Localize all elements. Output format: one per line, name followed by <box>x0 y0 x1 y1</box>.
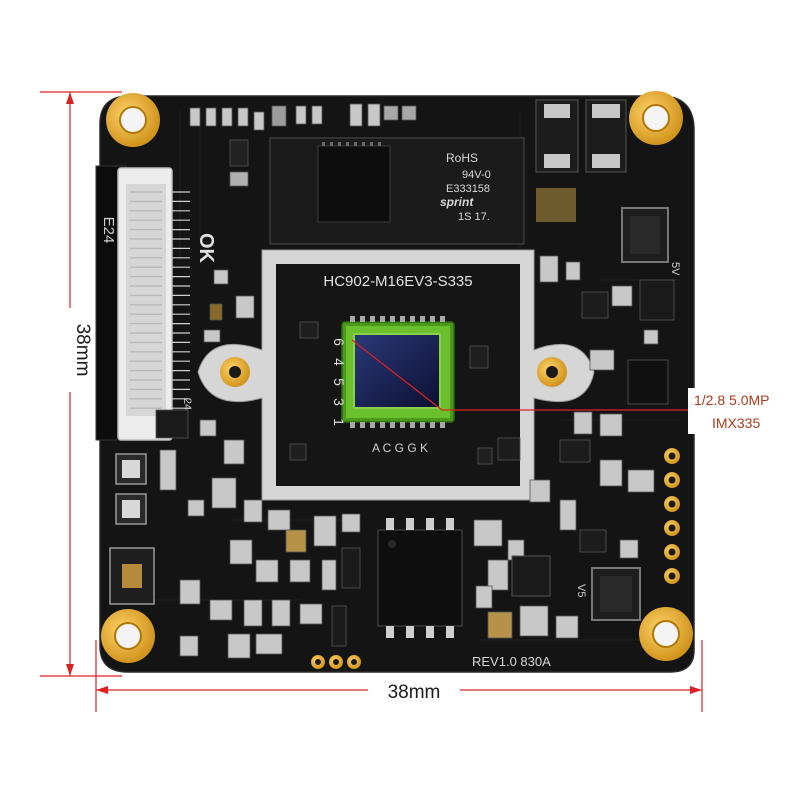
smd-components <box>155 103 675 659</box>
sensor-digit-column: 6 4 5 3 1 <box>331 338 347 426</box>
flash-chip <box>377 518 463 638</box>
rohs-label: RoHS <box>446 151 478 165</box>
date-code-label: 1S 17. <box>458 211 490 223</box>
width-dimension: 38mm <box>95 640 703 712</box>
mounting-hole-top-left <box>106 93 160 147</box>
bottom-test-pads <box>311 655 361 669</box>
fpc-connector: E24 24 <box>95 165 193 441</box>
file-number-label: E333158 <box>446 183 490 195</box>
sensor-digit: 1 <box>331 418 347 426</box>
mounting-hole-top-right <box>629 91 683 145</box>
connector-id-label: E24 <box>100 217 117 244</box>
bottom-left-ics <box>109 453 155 605</box>
rating-label: 94V-0 <box>462 169 491 181</box>
board-model-label: HC902-M16EV3-S335 <box>323 273 472 290</box>
sensor-digit: 5 <box>331 378 347 386</box>
sensor-digit: 4 <box>331 358 347 366</box>
ok-mark: OK <box>195 233 217 264</box>
right-edge-pads <box>664 448 680 584</box>
top-shield: RoHS 94V-0 E333158 sprint 1S 17. <box>269 137 525 245</box>
sensor-model-label: IMX335 <box>712 415 760 431</box>
brand-label: sprint <box>440 195 474 209</box>
pin-count-label: 24 <box>181 398 193 410</box>
height-dimension: 38mm <box>40 91 122 677</box>
height-label: 38mm <box>72 324 93 377</box>
revision-label: REV1.0 830A <box>472 654 551 669</box>
mounting-hole-bottom-right <box>639 607 693 661</box>
sensor-digit: 3 <box>331 398 347 406</box>
image-sensor <box>341 316 455 428</box>
pad-letters-label: A C G G K <box>372 441 428 455</box>
v5-right-label: 5V <box>669 262 681 276</box>
sensor-digit: 6 <box>331 338 347 346</box>
width-label: 38mm <box>388 682 441 703</box>
sensor-callout: 1/2.8 5.0MP IMX335 <box>351 339 800 434</box>
sensor-format-label: 1/2.8 5.0MP <box>694 392 770 408</box>
svg-text:OK: OK <box>195 233 217 264</box>
v5-left-label: V5 <box>575 584 587 597</box>
mounting-hole-bottom-left <box>101 609 155 663</box>
inductor-bottom-right: V5 <box>511 555 641 621</box>
power-diodes: 5V <box>535 99 681 276</box>
